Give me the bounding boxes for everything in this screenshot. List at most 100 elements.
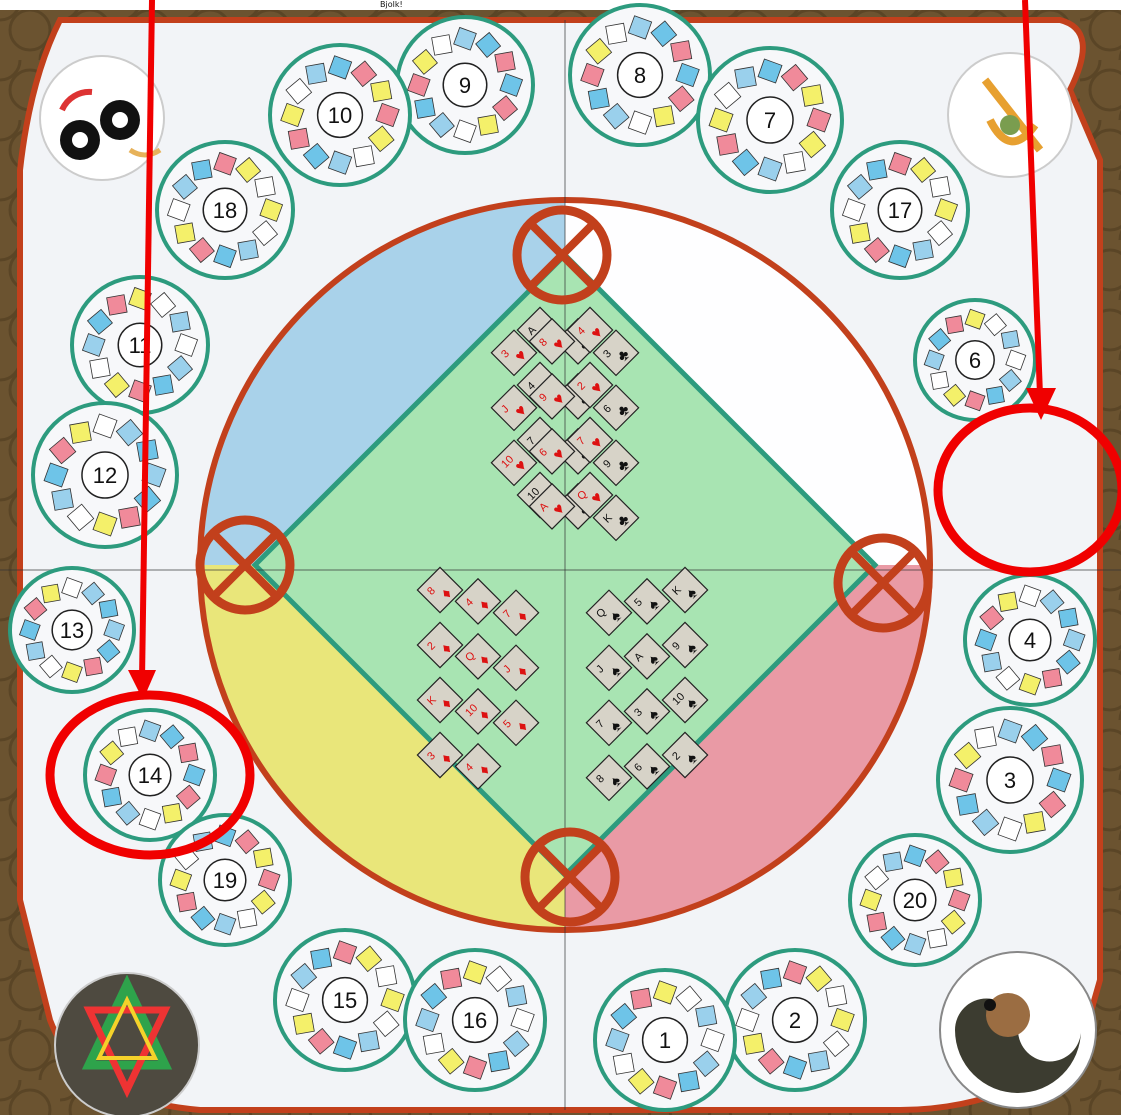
station-number: 1 [659, 1028, 671, 1053]
station-2[interactable]: 2 [725, 950, 865, 1090]
station-tile [1024, 812, 1046, 834]
station-7[interactable]: 7 [698, 48, 842, 192]
station-tile [588, 88, 609, 109]
station-number: 13 [60, 618, 84, 643]
station-tile [177, 892, 197, 912]
station-tile [696, 1006, 717, 1027]
station-tile [376, 966, 397, 987]
station-tile [26, 642, 45, 661]
station-13[interactable]: 13 [10, 568, 134, 692]
station-tile [930, 177, 950, 197]
station-tile [107, 295, 127, 315]
station-tile [606, 23, 627, 44]
corner-emblem-bottom-right [940, 952, 1096, 1108]
station-number: 7 [764, 108, 776, 133]
station-6[interactable]: 6 [915, 300, 1035, 420]
station-tile [495, 52, 515, 72]
station-number: 20 [903, 888, 927, 913]
station-tile [415, 98, 435, 118]
station-tile [192, 160, 212, 180]
station-tile [931, 371, 949, 389]
station-tile [678, 1071, 699, 1092]
station-tile [802, 85, 824, 107]
station-tile [311, 948, 332, 969]
station-number: 9 [459, 73, 471, 98]
station-tile [178, 743, 198, 763]
station-tile [671, 41, 692, 62]
station-tile [253, 848, 273, 868]
station-tile [808, 1051, 829, 1072]
station-19[interactable]: 19 [160, 815, 290, 945]
station-tile [102, 787, 122, 807]
station-18[interactable]: 18 [157, 142, 293, 278]
station-tile [761, 968, 782, 989]
station-3[interactable]: 3 [938, 708, 1082, 852]
caption-text: Bjolk! [380, 0, 403, 9]
station-tile [162, 803, 182, 823]
station-tile [153, 375, 173, 395]
station-tile [883, 852, 903, 872]
station-number: 14 [138, 763, 162, 788]
station-tile [735, 67, 757, 89]
station-tile [867, 912, 887, 932]
station-number: 3 [1004, 768, 1016, 793]
station-number: 8 [634, 63, 646, 88]
station-8[interactable]: 8 [570, 5, 710, 145]
station-tile [371, 81, 392, 102]
station-tile [119, 507, 141, 529]
station-9[interactable]: 9 [397, 17, 533, 153]
station-tile [478, 115, 498, 135]
station-tile [441, 968, 462, 989]
station-number: 10 [328, 103, 352, 128]
station-12[interactable]: 12 [33, 403, 177, 547]
station-tile [927, 928, 947, 948]
station-tile [717, 134, 739, 156]
station-tile [358, 1031, 379, 1052]
station-20[interactable]: 20 [850, 835, 980, 965]
station-tile [255, 177, 275, 197]
station-tile [42, 584, 61, 603]
station-tile [99, 600, 118, 619]
station-tile [70, 422, 92, 444]
station-number: 17 [888, 198, 912, 223]
station-tile [432, 35, 452, 55]
station-tile [867, 160, 887, 180]
station-tile [84, 657, 103, 676]
station-tile [1001, 331, 1019, 349]
station-tile [957, 794, 979, 816]
station-tile [975, 727, 997, 749]
station-tile [293, 1013, 314, 1034]
station-tile [743, 1033, 764, 1054]
station-tile [982, 652, 1002, 672]
station-10[interactable]: 10 [270, 45, 410, 185]
station-tile [850, 223, 870, 243]
corner-emblem-top-right [948, 53, 1072, 177]
station-tile [52, 489, 74, 511]
station-17[interactable]: 17 [832, 142, 968, 278]
station-4[interactable]: 4 [965, 575, 1095, 705]
station-tile [288, 128, 309, 149]
station-tile [118, 727, 138, 747]
station-tile [913, 240, 933, 260]
station-tile [1058, 608, 1078, 628]
station-tile [826, 986, 847, 1007]
station-number: 4 [1024, 628, 1036, 653]
station-1[interactable]: 1 [595, 970, 735, 1110]
station-tile [998, 592, 1018, 612]
station-tile [238, 240, 258, 260]
station-tile [237, 908, 257, 928]
station-tile [488, 1051, 509, 1072]
station-11[interactable]: 11 [72, 277, 208, 413]
station-number: 15 [333, 988, 357, 1013]
station-15[interactable]: 15 [275, 930, 415, 1070]
station-number: 16 [463, 1008, 487, 1033]
station-tile [170, 312, 190, 332]
station-tile [90, 358, 110, 378]
station-number: 2 [789, 1008, 801, 1033]
station-tile [943, 868, 963, 888]
station-tile [631, 988, 652, 1009]
station-tile [175, 223, 195, 243]
station-16[interactable]: 16 [405, 950, 545, 1090]
